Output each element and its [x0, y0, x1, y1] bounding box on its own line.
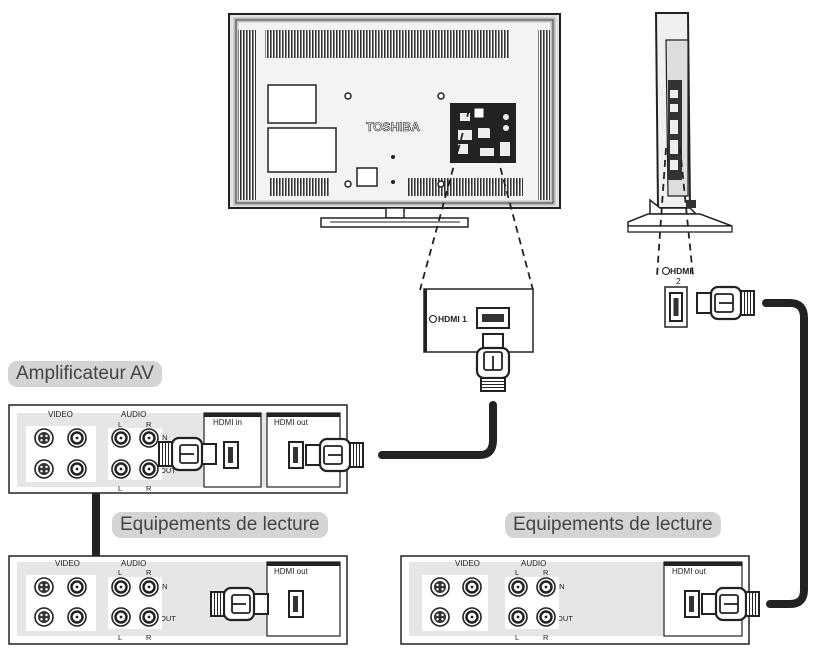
- playback-device-right: VIDEO AUDIO L R L R IN OUT HDMI out: [400, 555, 750, 645]
- amp-audio-r-out: [138, 458, 160, 480]
- tv-back-view: TOSHIBA: [228, 13, 561, 228]
- left-in-label: IN: [160, 582, 168, 591]
- amp-video-in: [66, 427, 88, 449]
- right-hdmi-out-port: [684, 590, 700, 618]
- right-hdmi-out-label: HDMI out: [672, 567, 707, 576]
- tv-side-view: [627, 12, 733, 233]
- hdmi2-zoom-panel: HDMI 2: [661, 266, 692, 328]
- amp-hdmi-in-port: [223, 441, 239, 469]
- right-audio-label: AUDIO: [521, 559, 546, 568]
- left-out-label: OUT: [160, 614, 176, 623]
- amp-hdmi-out-port: [288, 441, 304, 469]
- left-audio-r-top: R: [146, 568, 152, 577]
- left-audio-label: AUDIO: [121, 559, 146, 568]
- amplifier-device: VIDEO AUDIO L R L R IN OUT HDMI in HDMI …: [8, 404, 348, 494]
- playback-right-title: Equipements de lecture: [505, 512, 721, 538]
- amp-video-out: [66, 458, 88, 480]
- playback-left-title: Equipements de lecture: [112, 512, 328, 538]
- left-hdmi-out-port: [288, 590, 304, 618]
- amp-audio-r-in: [138, 427, 160, 449]
- hdmi2-port-number: 2: [676, 276, 681, 286]
- left-video-label: VIDEO: [55, 559, 80, 568]
- hdmi2-port-label: HDMI: [670, 266, 692, 276]
- playback-device-left: VIDEO AUDIO L R L R IN OUT HDMI out: [8, 555, 348, 645]
- amp-audio-l-out: [110, 458, 132, 480]
- right-out-label: OUT: [557, 614, 573, 623]
- left-audio-r-bottom: R: [146, 633, 152, 642]
- amp-hdmi-out-label: HDMI out: [274, 418, 309, 427]
- amp-video-label: VIDEO: [48, 410, 73, 419]
- amp-audio-l-in: [110, 427, 132, 449]
- left-hdmi-out-label: HDMI out: [274, 567, 309, 576]
- amp-hdmi-in-label: HDMI in: [213, 418, 242, 427]
- right-audio-l-bottom: L: [515, 633, 519, 642]
- amp-in-label: IN: [160, 433, 168, 442]
- amp-audio-r-bottom: R: [146, 484, 152, 493]
- amp-audio-label: AUDIO: [121, 410, 146, 419]
- amp-audio-r-top: R: [146, 420, 152, 429]
- right-audio-r-bottom: R: [543, 633, 549, 642]
- amp-audio-l-bottom: L: [118, 484, 122, 493]
- right-audio-l-top: L: [515, 568, 519, 577]
- amp-svideo-out: [34, 459, 54, 479]
- amp-audio-l-top: L: [118, 420, 122, 429]
- right-audio-r-top: R: [543, 568, 549, 577]
- hdmi1-zoom-panel: HDMI 1: [423, 288, 534, 353]
- left-audio-l-top: L: [118, 568, 122, 577]
- amp-out-label: OUT: [160, 466, 176, 475]
- right-video-label: VIDEO: [455, 559, 480, 568]
- zoom-guide-lines: [419, 109, 694, 291]
- amp-svideo-in: [34, 428, 54, 448]
- amplifier-title: Amplificateur AV: [8, 361, 162, 387]
- hdmi1-port-label: HDMI 1: [438, 314, 467, 324]
- left-audio-l-bottom: L: [118, 633, 122, 642]
- tv-brand-logo: TOSHIBA: [366, 120, 420, 134]
- right-in-label: IN: [557, 582, 565, 591]
- tv-vent-top: [265, 30, 510, 58]
- hdmi2-cable-plug: [696, 285, 755, 321]
